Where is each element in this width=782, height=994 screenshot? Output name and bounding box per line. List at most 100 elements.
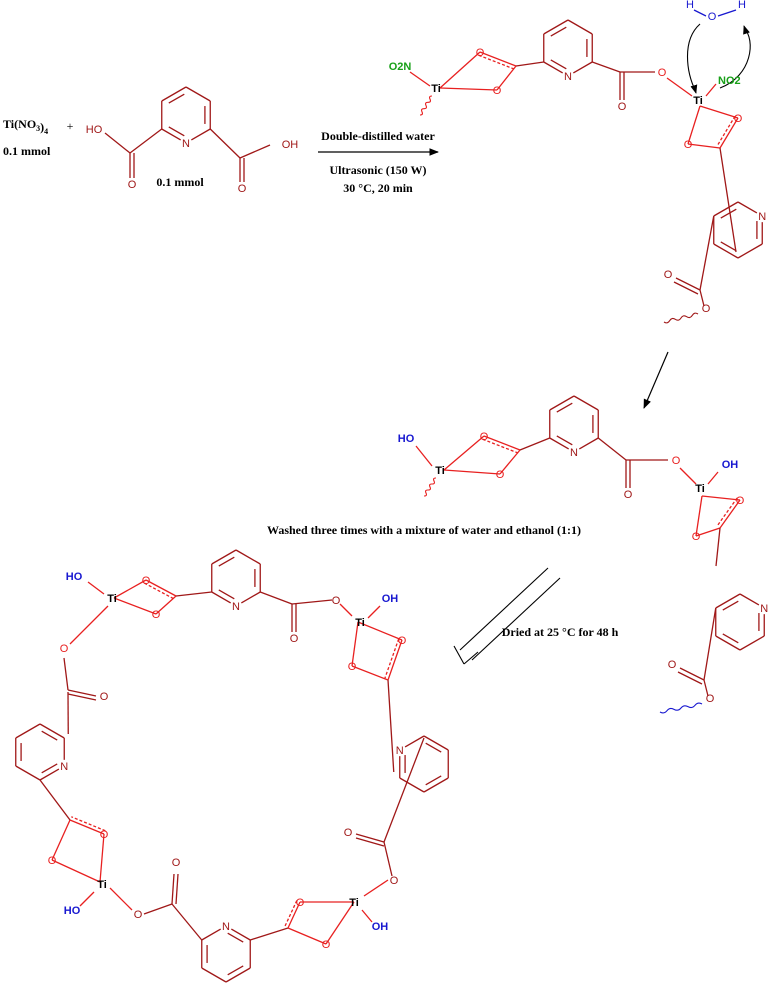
cycle-titanium-top-left: Ti (107, 593, 117, 605)
intermediate2-left-oxygen-atom: O (496, 469, 505, 481)
intermediate2-lower-ti-o-bond (695, 495, 703, 537)
intermediate2-carbonyl-bond (679, 667, 705, 681)
cycle-ester-bond (143, 903, 173, 915)
ligand-ring-bond (191, 128, 211, 141)
intermediate1-left-oxygen-atom: O (493, 85, 502, 97)
cycle-right-double-bond (425, 742, 442, 753)
intermediate2-lower-oxygen-atom: O (692, 531, 701, 543)
cycle-carbonyl-bond (175, 873, 179, 905)
cycle-ester-bond (383, 841, 393, 877)
intermediate1-squiggle-bottom (663, 312, 699, 324)
cycle-right-double-bond (425, 775, 442, 786)
intermediate2-left-ti-o-bond (443, 435, 485, 471)
intermediate2-double-bond (556, 402, 573, 413)
water-oh-bond (693, 9, 707, 17)
cycle-ring-carboxyl-bond (250, 927, 289, 941)
intermediate2-lower-nitrogen-atom: N (760, 603, 768, 615)
cycle-bottom-ring-bond (201, 928, 221, 941)
intermediate1-lower-ti-o-bond (699, 105, 739, 119)
cycle-top-right-oxygen-atom: O (398, 635, 407, 647)
drying-arrow-head (453, 645, 465, 665)
cycle-ring-carboxyl-bond (175, 591, 212, 597)
cycle-oxygen-atom: O (100, 691, 109, 703)
cycle-top-left-carboxylate-bond (155, 595, 177, 615)
intermediate1-ester-bond (699, 289, 705, 307)
intermediate2-oxygen-atom: O (624, 489, 633, 501)
intermediate1-lower-carboxylate-bond (687, 143, 721, 149)
intermediate2-ti-oh-bond (415, 445, 433, 467)
drying-arrow-shaft (459, 567, 549, 651)
cycle-ti-oh-bond (79, 891, 95, 907)
intermediate1-lower-delocalized-bond (716, 115, 736, 147)
intermediate1-oxygen-atom: O (702, 303, 711, 315)
cycle-bottom-left-carboxylate-bond (69, 819, 105, 835)
intermediate2-lower-delocalized-bond (716, 497, 738, 527)
cycle-top-ring-bond (211, 549, 237, 565)
cycle-bottom-ring-bond (225, 967, 251, 983)
ligand-hydroxyl-left: HO (86, 124, 103, 136)
cycle-oxygen-atom: O (344, 827, 353, 839)
cycle-bottom-left-ti-o-bond (51, 859, 101, 883)
step1-energy-label: Ultrasonic (150 W) (329, 163, 426, 177)
intermediate2-lower-ring-bond (739, 635, 765, 651)
cycle-bottom-left-carboxylate-bond (51, 819, 71, 861)
intermediate1-ring-bond (543, 61, 563, 74)
ligand-carboxyl-bond (129, 128, 163, 154)
cycle-hydroxyl-bottom-left: HO (64, 905, 81, 917)
cycle-carbonyl-bond (355, 837, 385, 847)
cycle-bottom-ring-bond (201, 967, 227, 983)
intermediate1-left-carboxylate-bond (479, 51, 517, 67)
intermediate2-oxygen-atom: O (706, 693, 715, 705)
intermediate1-double-bond (550, 26, 567, 37)
intermediate2-lower-ti-o-bond (701, 495, 741, 501)
cycle-oxygen-atom: O (60, 643, 69, 655)
cycle-top-left-ti-o-bond (113, 597, 157, 615)
intermediate1-o-ti-bond (666, 77, 693, 97)
cycle-ring-carboxyl-bond (387, 679, 395, 773)
intermediate2-ring-carboxyl-bond (597, 437, 627, 461)
cycle-ring-carboxyl-bond (383, 737, 425, 843)
intermediate1-lower-ring-bond (713, 201, 739, 217)
metal-salt-formula: Ti(NO3)4 (3, 117, 48, 136)
intermediate2-left-ti-o-bond (443, 469, 501, 475)
intermediate1-nitro-right: NO2 (718, 75, 741, 87)
intermediate2-o-ti-bond (679, 467, 697, 485)
intermediate1-left-ti-o-bond (439, 87, 498, 91)
intermediate2-lower-carboxylate-bond (719, 499, 741, 529)
cycle-left-double-bond (41, 763, 58, 774)
intermediate1-ring-carboxyl-bond (699, 215, 715, 291)
cycle-ring-carboxyl-bond (260, 591, 293, 605)
water-oh-bond (717, 9, 737, 17)
cycle-top-right-ti-o-bond (357, 621, 403, 641)
cycle-bottom-left-oxygen-atom: O (100, 829, 109, 841)
ligand-oxygen-atom: O (128, 179, 137, 191)
cycle-bottom-right-oxygen-atom: O (322, 939, 331, 951)
ligand-hydroxyl-bond (104, 132, 131, 154)
cycle-oxygen-atom: O (390, 875, 399, 887)
ligand-ring-bond (185, 86, 211, 102)
ligand-amount: 0.1 mmol (156, 175, 204, 189)
intermediate1-carbonyl-bond (675, 277, 701, 291)
hydrolysis-arrow (643, 351, 669, 409)
ligand-double-bond (168, 126, 185, 137)
intermediate1-ring-bond (543, 19, 569, 35)
cycle-left-ring-bond (39, 768, 60, 781)
cycle-ti-o-bond (69, 605, 109, 645)
cycle-ring-carboxyl-bond (39, 779, 71, 821)
intermediate2-titanium-right: Ti (695, 483, 705, 495)
cycle-top-right-carboxylate-bond (387, 639, 403, 681)
intermediate1-titanium-left: Ti (431, 83, 441, 95)
bond-layer (15, 9, 765, 983)
intermediate2-lower-carboxylate-bond (695, 527, 721, 537)
intermediate1-lower-carboxylate-bond (719, 117, 739, 149)
cycle-bottom-nitrogen-atom: N (222, 921, 230, 933)
cycle-ester-bond (291, 599, 333, 605)
intermediate1-ring-carboxyl-bond (515, 61, 544, 67)
intermediate1-ti-nitro-bond (705, 83, 717, 97)
intermediate1-ring-bond (573, 61, 593, 74)
intermediate1-ti-nitro-bond (409, 71, 431, 87)
cycle-hydroxyl-bottom-right: OH (372, 921, 389, 933)
intermediate1-titanium-right: Ti (693, 95, 703, 107)
